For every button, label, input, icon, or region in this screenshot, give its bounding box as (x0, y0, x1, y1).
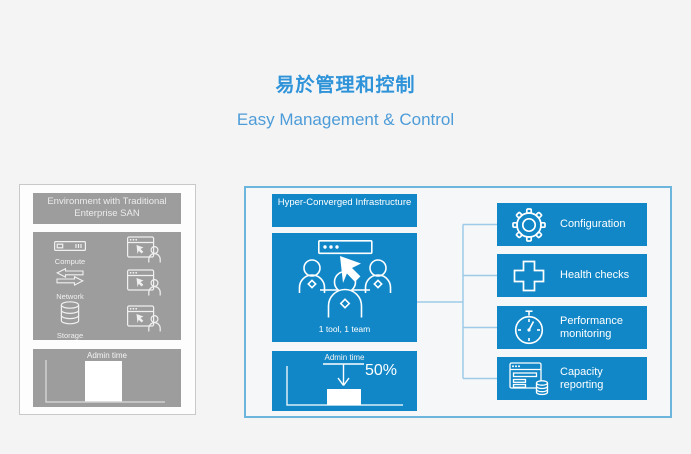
hci-header: Hyper-Converged Infrastructure (272, 194, 417, 227)
health-cross-icon (508, 260, 550, 292)
capacity-report-icon (508, 361, 550, 396)
compute-label: Compute (54, 256, 86, 266)
traditional-admin-time-chart: Admin time (33, 349, 181, 407)
configuration-label: Configuration (560, 218, 626, 231)
window-cursor-person-icon (127, 268, 161, 301)
server-icon (54, 238, 86, 256)
admin-time-reduction-value: 50% (365, 362, 398, 379)
page-title-english: Easy Management & Control (236, 110, 455, 129)
storage-cylinder-icon (60, 301, 80, 330)
admin-time-label: Admin time (324, 353, 365, 362)
page-title-chinese: 易於管理和控制 (275, 75, 416, 96)
capacity-reporting-label: Capacity reporting (560, 365, 604, 391)
performance-monitoring-label: Performance monitoring (560, 314, 623, 340)
arrow-down-icon (323, 363, 364, 386)
health-checks-box: Health checks (497, 254, 647, 297)
gear-icon (508, 207, 550, 242)
compute-row: Compute (33, 235, 181, 268)
hci-admin-time-chart: Admin time 50% (272, 351, 417, 411)
capacity-reporting-box: Capacity reporting (497, 357, 647, 400)
storage-label: Storage (56, 331, 84, 340)
storage-row: Storage (33, 301, 181, 340)
network-label: Network (56, 292, 84, 301)
network-row: Network (33, 267, 181, 301)
team-caption: 1 tool, 1 team (318, 324, 371, 334)
traditional-san-header: Environment with Traditional Enterprise … (33, 193, 181, 224)
traditional-san-panel: Environment with Traditional Enterprise … (19, 184, 196, 415)
one-tool-one-team-box: 1 tool, 1 team (272, 233, 417, 342)
admin-time-label: Admin time (86, 351, 127, 360)
configuration-box: Configuration (497, 203, 647, 246)
window-cursor-person-icon (127, 235, 161, 268)
window-cursor-person-icon (127, 304, 161, 337)
tall-bar-chart-icon (45, 360, 165, 403)
traditional-layers-box: Compute (33, 232, 181, 340)
reduced-bar-chart-icon (286, 363, 403, 406)
performance-monitoring-box: Performance monitoring (497, 306, 647, 349)
team-single-console-icon (298, 240, 391, 318)
network-arrows-icon (55, 267, 85, 291)
hci-panel: Hyper-Converged Infrastructure (244, 186, 672, 418)
stopwatch-icon (508, 309, 550, 346)
health-checks-label: Health checks (560, 269, 630, 282)
